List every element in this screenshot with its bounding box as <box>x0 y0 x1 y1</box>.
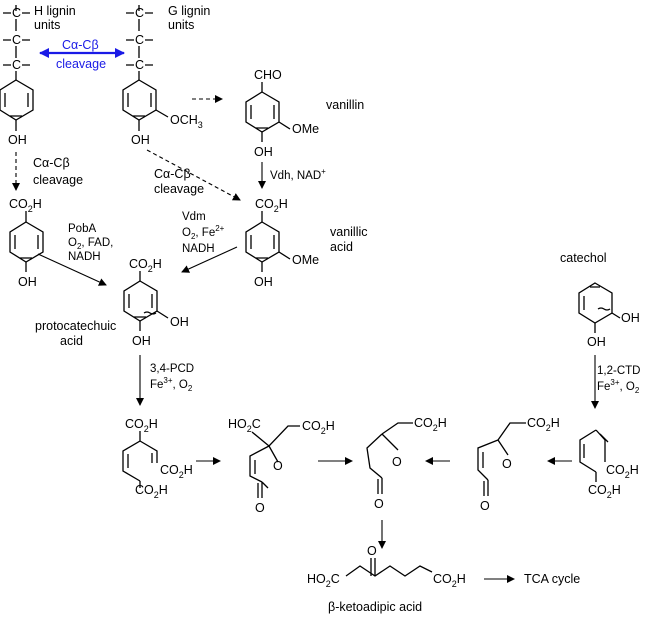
ketone-oxygen: O <box>367 544 377 558</box>
carboxyl-group: CO2H <box>606 463 639 480</box>
aldehyde-group: CHO <box>254 68 282 82</box>
g-lignin-label: G lignin <box>168 4 210 18</box>
vdm-nadh-label: NADH <box>182 243 215 255</box>
vanillic-hydroxyl: OH <box>254 275 273 289</box>
carboxymuconate-structure: CO2H CO2H CO2H <box>122 417 193 500</box>
cleavage-mid-label: Cα-Cβ <box>154 167 191 181</box>
carbonyl-oxygen: O <box>255 501 265 515</box>
ring-oxygen: O <box>273 459 283 473</box>
h-lignin-label: H lignin <box>34 4 76 18</box>
vanillic-label: vanillic <box>330 225 368 239</box>
c-atom: C <box>135 6 144 20</box>
ctd-cofactor-label: Fe3+, O2 <box>597 378 640 395</box>
poba-arrow <box>37 253 107 286</box>
catechol-hydroxyl: OH <box>621 311 640 325</box>
poba-cofactor-label: O2, FAD, <box>68 237 113 251</box>
carbonyl-oxygen: O <box>374 497 384 511</box>
h-lignin-structure: C C C OH <box>0 5 34 147</box>
protocatechuic-acid-structure: CO2H OH OH <box>123 257 189 348</box>
g-lignin-units-label: units <box>168 18 194 32</box>
tca-label: TCA cycle <box>524 572 580 586</box>
protocatechuic-label: protocatechuic <box>35 319 116 333</box>
vanillin-structure: CHO OH OMe <box>245 68 319 159</box>
vdh-label: Vdh, NAD+ <box>270 167 326 182</box>
cleavage-mid-label-2: cleavage <box>154 182 204 196</box>
c-atom: C <box>12 58 21 72</box>
pca-hydroxyl: OH <box>132 334 151 348</box>
vanillin-methoxy: OMe <box>292 122 319 136</box>
protocatechuic-label-2: acid <box>60 334 83 348</box>
vdm-arrow <box>181 246 238 273</box>
ctd-label: 1,2-CTD <box>597 365 640 377</box>
vanillin-label: vanillin <box>326 98 364 112</box>
cleavage-site-mark <box>597 307 611 311</box>
vdm-label: Vdm <box>182 211 206 223</box>
carboxyl-group: CO2H <box>129 257 162 274</box>
carboxymuconolactone-structure: HO2C CO2H O O <box>228 417 335 515</box>
catechol-hydroxyl-2: OH <box>587 335 606 349</box>
ho2c-group: HO2C <box>307 572 340 589</box>
carboxyl-group: CO2H <box>125 417 158 434</box>
cleavage-left-label-2: cleavage <box>33 173 83 187</box>
cleavage-top-label-2: cleavage <box>56 57 106 71</box>
vanillin-hydroxyl: OH <box>254 145 273 159</box>
ketoadipic-label: β-ketoadipic acid <box>328 600 422 614</box>
g-unit-hydroxyl: OH <box>131 133 150 147</box>
ketoadipic-acid-structure: HO2C O CO2H <box>307 544 466 589</box>
poba-label: PobA <box>68 223 96 235</box>
vanillic-methoxy: OMe <box>292 253 319 267</box>
pcd-label: 3,4-PCD <box>150 363 194 375</box>
muconolactone-structure: CO2H O O <box>477 416 560 513</box>
enol-lactone-structure: CO2H O O <box>366 416 447 511</box>
pcd-cofactor-label: Fe3+, O2 <box>150 376 193 393</box>
vanillic-acid-structure: CO2H OH OMe <box>245 197 319 289</box>
g-lignin-structure: C C C OH OCH3 <box>122 5 203 147</box>
catechol-structure: OH OH <box>578 282 640 349</box>
carboxyl-group: CO2H <box>160 463 193 480</box>
g-to-vanillic-arrow <box>146 149 241 201</box>
h-lignin-units-label: units <box>34 18 60 32</box>
hydroxybenzoic-acid-structure: CO2H OH <box>9 197 44 289</box>
carboxyl-group: CO2H <box>135 483 168 500</box>
c-atom: C <box>12 33 21 47</box>
pca-hydroxyl-2: OH <box>170 315 189 329</box>
c-atom: C <box>135 58 144 72</box>
g-unit-methoxy: OCH3 <box>170 113 203 130</box>
vanillic-label-2: acid <box>330 240 353 254</box>
carboxyl-group: CO2H <box>414 416 447 433</box>
c-atom: C <box>135 33 144 47</box>
cleavage-left-label: Cα-Cβ <box>33 156 70 170</box>
hba-hydroxyl: OH <box>18 275 37 289</box>
carboxyl-group: CO2H <box>9 197 42 214</box>
vdm-cofactor-label: O2, Fe2+ <box>182 224 225 241</box>
ring-oxygen: O <box>392 455 402 469</box>
carboxyl-group: CO2H <box>433 572 466 589</box>
carboxyl-group: CO2H <box>302 419 335 436</box>
h-unit-hydroxyl: OH <box>8 133 27 147</box>
cleavage-top-label: Cα-Cβ <box>62 38 99 52</box>
c-atom: C <box>12 6 21 20</box>
catechol-label: catechol <box>560 251 607 265</box>
carboxyl-group: CO2H <box>588 483 621 500</box>
ring-oxygen: O <box>502 457 512 471</box>
ho2c-group: HO2C <box>228 417 261 434</box>
cleavage-site-mark <box>143 311 157 315</box>
poba-nadh-label: NADH <box>68 251 101 263</box>
carboxyl-group: CO2H <box>527 416 560 433</box>
carbonyl-oxygen: O <box>480 499 490 513</box>
carboxyl-group: CO2H <box>255 197 288 214</box>
cis-muconate-structure: CO2H CO2H <box>579 429 639 500</box>
